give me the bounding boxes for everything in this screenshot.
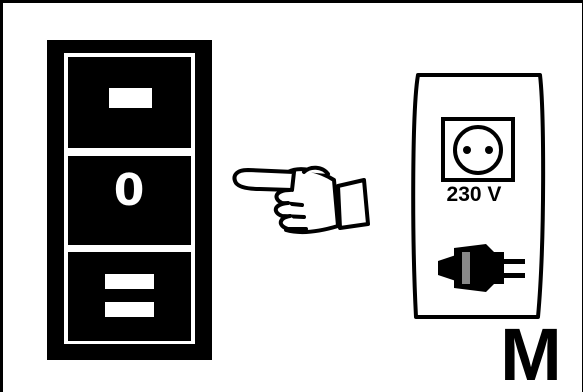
model-letter: M (496, 318, 566, 392)
voltage-label: 230 V (428, 183, 520, 207)
socket-icon (443, 119, 513, 180)
